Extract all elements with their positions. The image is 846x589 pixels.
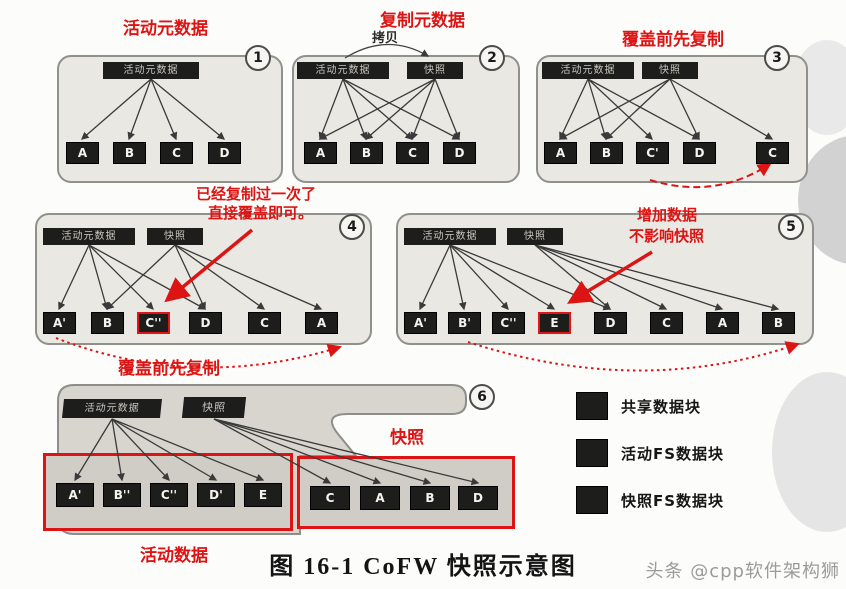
active-metadata-header: 活动元数据	[404, 228, 496, 245]
label-copy-before-overwrite-bottom: 覆盖前先复制	[118, 359, 220, 379]
data-block: B	[350, 142, 383, 164]
label-snapshot-area: 快照	[390, 428, 424, 448]
label-copy: 拷贝	[372, 31, 399, 46]
data-block: A	[304, 142, 337, 164]
data-block: B''	[103, 483, 141, 507]
panel-number-badge: 5	[778, 214, 804, 240]
label-already-copied-line1: 已经复制过一次了	[196, 185, 317, 203]
data-block: D	[443, 142, 476, 164]
data-block: B	[762, 312, 795, 334]
data-block: B	[590, 142, 623, 164]
data-block: C	[160, 142, 193, 164]
data-block: A	[305, 312, 338, 334]
red-annotation-arrows	[55, 162, 800, 372]
data-block: B	[113, 142, 146, 164]
data-block: C	[756, 142, 789, 164]
data-block: A'	[404, 312, 437, 334]
snapshot-header: 快照	[147, 228, 203, 245]
panel-connector-lines	[58, 78, 780, 486]
data-block: A	[706, 312, 739, 334]
figure-caption: 图 16-1 CoFW 快照示意图	[269, 554, 577, 580]
data-block: A'	[43, 312, 76, 334]
copy-arc-arrow	[344, 43, 430, 59]
panel-number-badge: 6	[469, 384, 495, 410]
label-add-data-line1: 增加数据	[637, 206, 698, 224]
data-block: A	[360, 486, 400, 510]
data-block: C	[396, 142, 429, 164]
snapshot-header: 快照	[181, 397, 247, 418]
snapshot-header: 快照	[407, 62, 463, 79]
label-already-copied-line2: 直接覆盖即可。	[208, 204, 314, 222]
active-metadata-header: 活动元数据	[103, 62, 199, 79]
data-block: A	[544, 142, 577, 164]
snapshot-fs-block-swatch-icon	[576, 486, 608, 514]
label-copy-metadata: 复制元数据	[380, 11, 465, 31]
data-block-highlighted: E	[538, 312, 571, 334]
legend-item-shared: 共享数据块	[576, 392, 701, 420]
active-metadata-header: 活动元数据	[43, 228, 135, 245]
data-block: B	[410, 486, 450, 510]
data-block: D	[594, 312, 627, 334]
label-active-metadata: 活动元数据	[123, 19, 208, 39]
data-block: D	[683, 142, 716, 164]
active-fs-block-swatch-icon	[576, 439, 608, 467]
data-block: C	[650, 312, 683, 334]
active-metadata-header: 活动元数据	[62, 399, 162, 418]
data-block: D	[208, 142, 241, 164]
legend-label: 共享数据块	[621, 397, 702, 416]
data-block: D	[189, 312, 222, 334]
author-watermark: 头条 @cpp软件架构狮	[645, 561, 840, 582]
data-block: B'	[448, 312, 481, 334]
label-add-data-line2: 不影响快照	[629, 227, 705, 245]
active-metadata-header: 活动元数据	[542, 62, 634, 79]
data-block-highlighted: C''	[137, 312, 170, 334]
legend-label: 快照FS数据块	[621, 491, 725, 510]
snapshot-header: 快照	[642, 62, 698, 79]
label-active-data: 活动数据	[140, 546, 208, 566]
data-block: C''	[492, 312, 525, 334]
legend-label: 活动FS数据块	[621, 444, 725, 463]
data-block: A	[66, 142, 99, 164]
panel-number-badge: 2	[479, 45, 505, 71]
panel-number-badge: 3	[764, 45, 790, 71]
panel-number-badge: 4	[339, 214, 365, 240]
legend-item-snapshot-fs: 快照FS数据块	[576, 486, 724, 514]
snapshot-header: 快照	[507, 228, 563, 245]
legend-item-active-fs: 活动FS数据块	[576, 439, 724, 467]
data-block: A'	[56, 483, 94, 507]
shared-block-swatch-icon	[576, 392, 608, 420]
data-block: D'	[197, 483, 235, 507]
panel-number-badge: 1	[245, 45, 271, 71]
data-block: C	[310, 486, 350, 510]
data-block: B	[91, 312, 124, 334]
data-block: C''	[150, 483, 188, 507]
active-metadata-header: 活动元数据	[297, 62, 389, 79]
data-block: C'	[636, 142, 669, 164]
label-copy-before-overwrite-top: 覆盖前先复制	[622, 30, 724, 50]
data-block: D	[458, 486, 498, 510]
data-block: C	[248, 312, 281, 334]
data-block: E	[244, 483, 282, 507]
